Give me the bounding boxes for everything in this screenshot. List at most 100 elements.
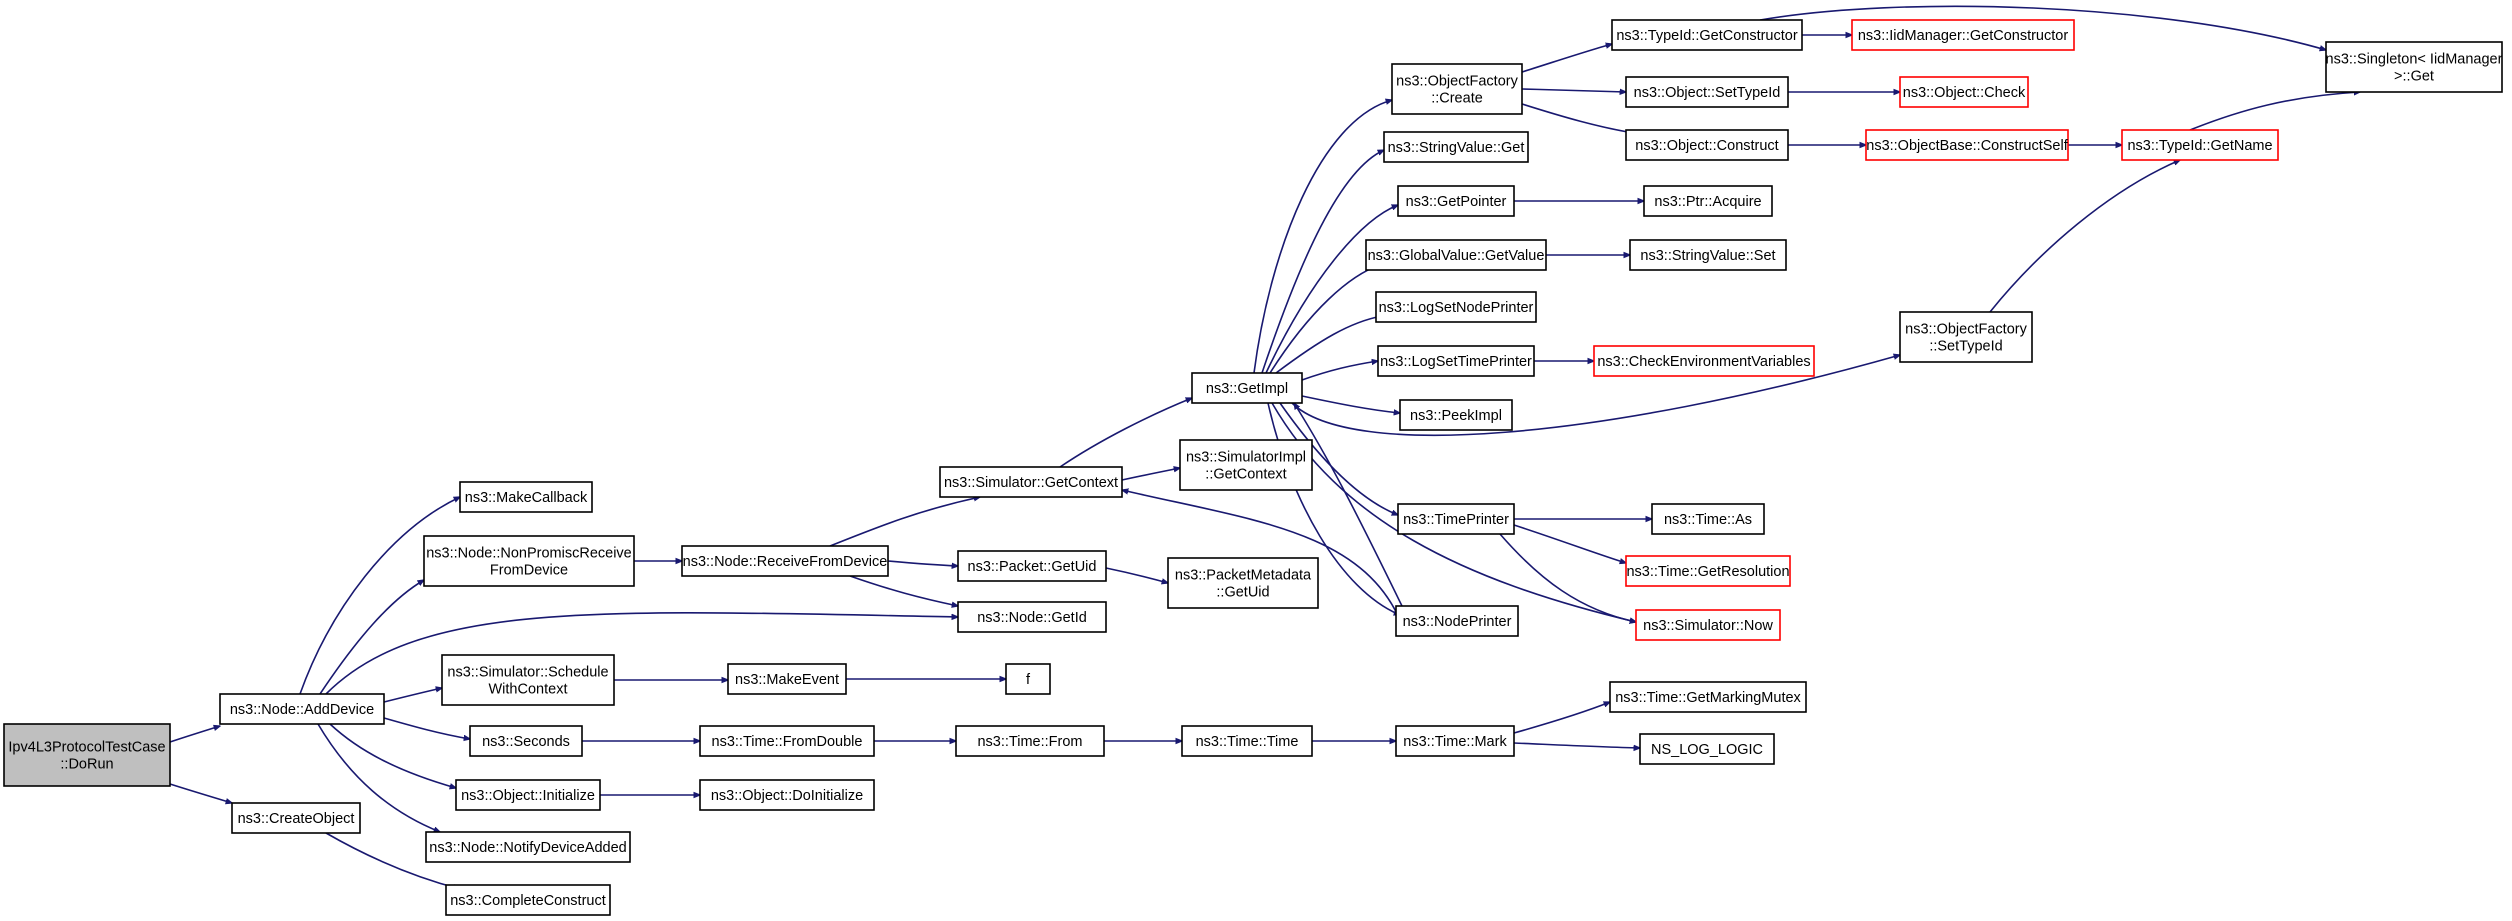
edge-typeidgetname-to-singletonget (2189, 92, 2360, 131)
node-makeevent[interactable]: ns3::MakeEvent (727, 663, 847, 695)
node-label-line: ns3::Time::FromDouble (712, 734, 863, 750)
node-objinitialize[interactable]: ns3::Object::Initialize (455, 779, 601, 811)
node-globalvaluegetvalue[interactable]: ns3::GlobalValue::GetValue (1365, 239, 1547, 271)
edge-adddevice-to-makecallback (299, 496, 460, 695)
node-objcheck[interactable]: ns3::Object::Check (1899, 76, 2029, 108)
node-timetime[interactable]: ns3::Time::Time (1181, 725, 1313, 757)
node-objfactorycreate[interactable]: ns3::ObjectFactory::Create (1391, 63, 1523, 115)
node-typeidgetconstructor[interactable]: ns3::TypeId::GetConstructor (1611, 19, 1803, 51)
node-getmarkingmutex[interactable]: ns3::Time::GetMarkingMutex (1609, 681, 1807, 713)
node-label-line: ns3::MakeCallback (465, 490, 588, 506)
edge-adddevice-to-notifydeviceadded (317, 723, 440, 833)
node-checkenv[interactable]: ns3::CheckEnvironmentVariables (1593, 345, 1815, 377)
call-edges (169, 5, 2360, 889)
node-label-line: ns3::ObjectBase::ConstructSelf (1866, 138, 2068, 154)
edge-getimpl-to-getpointer (1265, 204, 1398, 374)
edge-objfactorysettypeid-to-typeidgetname (1989, 159, 2180, 313)
node-box (1643, 185, 1773, 217)
node-stringvalueset[interactable]: ns3::StringValue::Set (1629, 239, 1787, 271)
node-stringvalueget[interactable]: ns3::StringValue::Get (1383, 131, 1529, 163)
node-typeidgetname[interactable]: ns3::TypeId::GetName (2121, 129, 2279, 161)
node-label-line: ns3::TimePrinter (1403, 512, 1509, 528)
node-box (957, 601, 1107, 633)
node-makecallback[interactable]: ns3::MakeCallback (459, 481, 593, 513)
node-label-line: ns3::GlobalValue::GetValue (1368, 248, 1545, 264)
node-getimpl[interactable]: ns3::GetImpl (1191, 372, 1303, 404)
node-f[interactable]: f (1005, 663, 1051, 695)
edge-getimpl-to-logsettimeprinter (1301, 361, 1378, 381)
node-getresolution[interactable]: ns3::Time::GetResolution (1625, 555, 1791, 587)
edge-objfactorycreate-to-objconstruct (1521, 103, 1640, 134)
node-timemark[interactable]: ns3::Time::Mark (1395, 725, 1515, 757)
node-objconstruct[interactable]: ns3::Object::Construct (1625, 129, 1789, 161)
edge-timemark-to-nslogic (1513, 742, 1640, 748)
node-label-line: ns3::Time::GetMarkingMutex (1615, 690, 1801, 706)
node-box (455, 779, 601, 811)
node-label-line: ns3::Node::NonPromiscReceive (426, 546, 632, 562)
node-pktmetagetuid[interactable]: ns3::PacketMetadata::GetUid (1167, 557, 1319, 609)
node-box (1635, 609, 1781, 641)
node-simnow[interactable]: ns3::Simulator::Now (1635, 609, 1781, 641)
edge-adddevice-to-schedulewithcontext (383, 688, 442, 703)
node-constructself[interactable]: ns3::ObjectBase::ConstructSelf (1865, 129, 2069, 161)
node-nodeprinter[interactable]: ns3::NodePrinter (1395, 605, 1519, 637)
node-label-line: ns3::Node::NotifyDeviceAdded (429, 840, 626, 856)
node-timeas[interactable]: ns3::Time::As (1651, 503, 1765, 535)
node-getcontext[interactable]: ns3::Simulator::GetContext (939, 466, 1123, 498)
node-label-line: ns3::CompleteConstruct (450, 893, 606, 909)
node-adddevice[interactable]: ns3::Node::AddDevice (219, 693, 385, 725)
node-label-line: f (1026, 672, 1031, 688)
node-nslogic[interactable]: NS_LOG_LOGIC (1639, 733, 1775, 765)
node-box (1167, 557, 1319, 609)
node-box (727, 663, 847, 695)
node-box (1399, 399, 1513, 431)
edge-nodeprinter-to-getcontext (1122, 490, 1401, 621)
node-singletonget[interactable]: ns3::Singleton< IidManager >::Get (2325, 41, 2503, 93)
node-iidgetconstructor[interactable]: ns3::IidManager::GetConstructor (1851, 19, 2075, 51)
node-doinitialize[interactable]: ns3::Object::DoInitialize (699, 779, 875, 811)
node-notifydeviceadded[interactable]: ns3::Node::NotifyDeviceAdded (425, 831, 631, 863)
node-box (955, 725, 1105, 757)
edge-getimpl-to-objfactorysettypeid (1291, 355, 1900, 437)
edge-adddevice-to-seconds (383, 717, 470, 739)
node-box (445, 884, 611, 916)
node-label-line: ns3::Time::GetResolution (1626, 564, 1789, 580)
node-objfactorysettypeid[interactable]: ns3::ObjectFactory::SetTypeId (1899, 311, 2033, 363)
edge-receivefromdevice-to-getuid (887, 560, 958, 566)
node-createobject[interactable]: ns3::CreateObject (231, 802, 361, 834)
node-fromdouble[interactable]: ns3::Time::FromDouble (699, 725, 875, 757)
node-getpointer[interactable]: ns3::GetPointer (1397, 185, 1515, 217)
node-logsettimeprinter[interactable]: ns3::LogSetTimePrinter (1377, 345, 1535, 377)
edge-dorun-to-adddevice (169, 726, 220, 743)
node-timefrom[interactable]: ns3::Time::From (955, 725, 1105, 757)
node-simimplgetcontext[interactable]: ns3::SimulatorImpl::GetContext (1179, 439, 1313, 491)
node-box (1651, 503, 1765, 535)
node-ptracquire[interactable]: ns3::Ptr::Acquire (1643, 185, 1773, 217)
node-label-line: ns3::MakeEvent (735, 672, 839, 688)
node-label-line: ns3::IidManager::GetConstructor (1858, 28, 2069, 44)
node-peekimpl[interactable]: ns3::PeekImpl (1399, 399, 1513, 431)
node-logsetnodeprinter[interactable]: ns3::LogSetNodePrinter (1375, 291, 1537, 323)
edge-getimpl-to-stringvalueget (1261, 149, 1384, 374)
node-label-line: Ipv4L3ProtocolTestCase (8, 740, 165, 756)
node-label-line: ns3::ObjectFactory (1905, 322, 2027, 338)
node-label-line: ns3::GetPointer (1406, 194, 1507, 210)
node-label-line: ns3::Object::Initialize (461, 788, 595, 804)
node-objsettypeid[interactable]: ns3::Object::SetTypeId (1625, 76, 1789, 108)
node-completeconstruct[interactable]: ns3::CompleteConstruct (445, 884, 611, 916)
node-label-line: ns3::LogSetNodePrinter (1379, 300, 1534, 316)
node-seconds[interactable]: ns3::Seconds (469, 725, 583, 757)
node-box (1377, 345, 1535, 377)
node-label-line: ns3::GetImpl (1206, 381, 1288, 397)
edge-createobject-to-completeconstruct (325, 832, 460, 889)
node-label-line: ns3::Object::SetTypeId (1634, 85, 1781, 101)
node-timeprinter[interactable]: ns3::TimePrinter (1397, 503, 1515, 535)
node-receivefromdevice[interactable]: ns3::Node::ReceiveFromDevice (681, 545, 889, 577)
edge-receivefromdevice-to-getid (849, 575, 958, 606)
node-getuid[interactable]: ns3::Packet::GetUid (957, 550, 1107, 582)
node-getid[interactable]: ns3::Node::GetId (957, 601, 1107, 633)
node-label-line: ns3::Singleton< IidManager (2326, 52, 2503, 68)
node-label-line: ::GetUid (1216, 585, 1269, 601)
